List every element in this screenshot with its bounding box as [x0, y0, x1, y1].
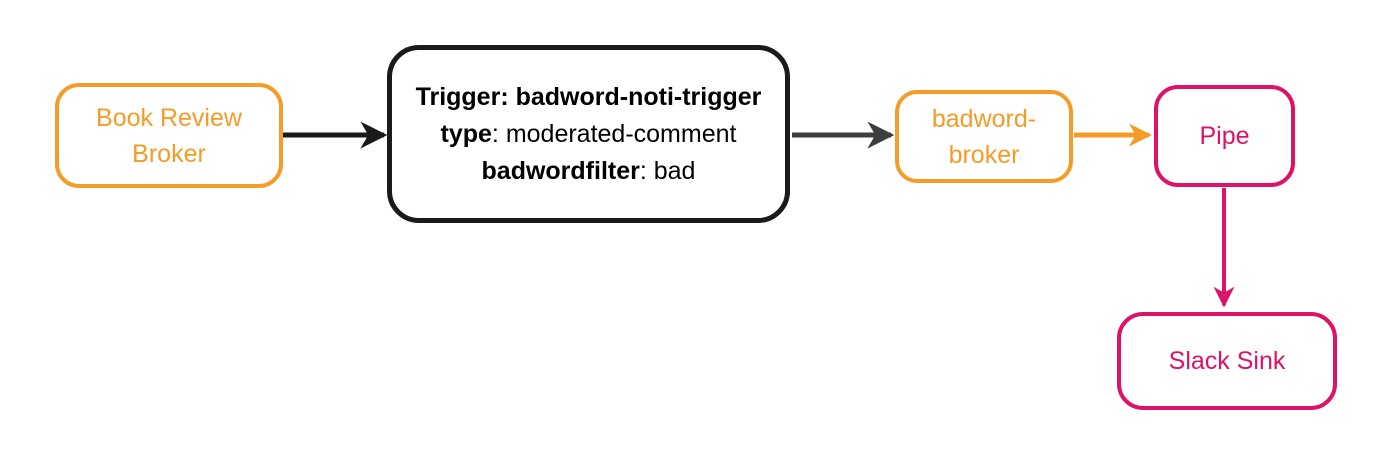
trigger-type-value: : moderated-comment	[491, 119, 737, 148]
node-label: Book Review	[96, 103, 242, 132]
node-badword-broker: badword- broker	[895, 90, 1073, 183]
node-trigger: Trigger: badword-noti-trigger type: mode…	[387, 45, 790, 223]
trigger-filter-value: : bad	[639, 156, 696, 185]
node-label: Pipe	[1199, 122, 1250, 150]
node-book-review-broker: Book Review Broker	[55, 83, 283, 188]
trigger-line-3: badwordfilter: bad	[482, 153, 696, 190]
trigger-type-key: type	[440, 119, 492, 148]
node-label: Broker	[132, 139, 206, 168]
trigger-filter-key: badwordfilter	[481, 156, 640, 185]
trigger-name: Trigger: badword-noti-trigger	[415, 82, 762, 111]
node-label: broker	[948, 140, 1020, 169]
node-label: badword-	[931, 104, 1037, 133]
trigger-line-2: type: moderated-comment	[441, 116, 737, 153]
node-slack-sink: Slack Sink	[1117, 312, 1337, 410]
node-pipe: Pipe	[1154, 85, 1295, 187]
node-label: Slack Sink	[1168, 347, 1286, 375]
trigger-line-1: Trigger: badword-noti-trigger	[416, 79, 762, 116]
